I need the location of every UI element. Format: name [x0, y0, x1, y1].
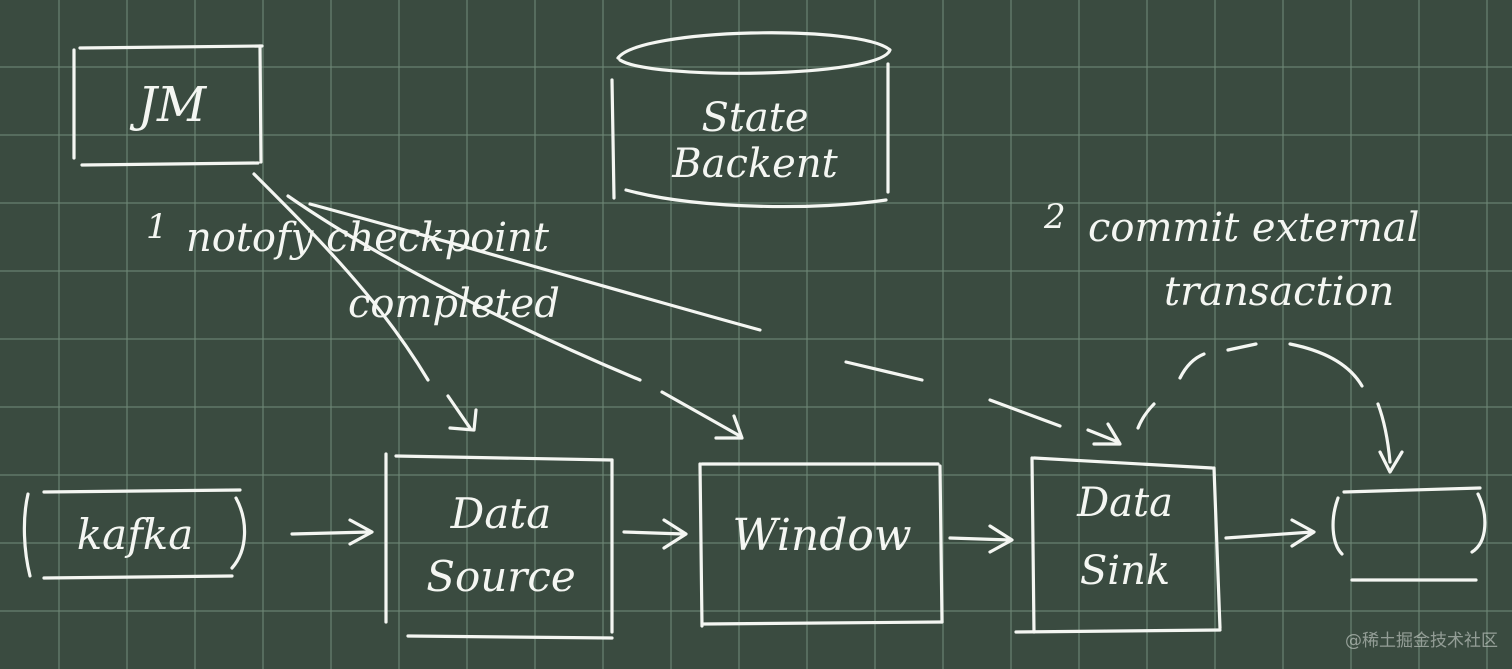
state-backend-cylinder: [610, 31, 892, 209]
notify-arrow-to-window: [286, 194, 744, 440]
data-source-box: [384, 452, 614, 640]
arrow-source-to-window: [622, 518, 688, 550]
notify-arrow-to-sink: [308, 202, 1122, 446]
window-box: [698, 462, 944, 628]
data-source-label: Data Source: [426, 489, 576, 601]
window-label: Window: [732, 510, 912, 561]
jm-label: JM: [137, 77, 207, 133]
kafka-box: [22, 488, 247, 580]
step2-line2: transaction: [1164, 269, 1395, 315]
kafka-label: kafka: [76, 510, 194, 559]
step1-line1: notofy checkpoint: [186, 215, 549, 261]
jm-box: [72, 44, 264, 167]
data-sink-box: [1014, 456, 1222, 634]
arrow-sink-to-external: [1224, 518, 1316, 548]
state-backend-label: State Backent: [672, 95, 838, 187]
commit-arrow: [1136, 342, 1404, 474]
watermark: @稀土掘金技术社区: [1345, 631, 1498, 651]
external-store-box: [1331, 486, 1487, 582]
data-sink-label: Data Sink: [1077, 480, 1173, 594]
arrow-window-to-sink: [948, 524, 1014, 554]
step2-number: 2: [1044, 197, 1066, 237]
arrow-kafka-to-source: [290, 518, 374, 546]
step1-line2: completed: [348, 281, 560, 327]
step1-number: 1: [146, 207, 168, 247]
step2-line1: commit external: [1088, 205, 1420, 251]
notify-arrow-to-source: [252, 172, 478, 432]
